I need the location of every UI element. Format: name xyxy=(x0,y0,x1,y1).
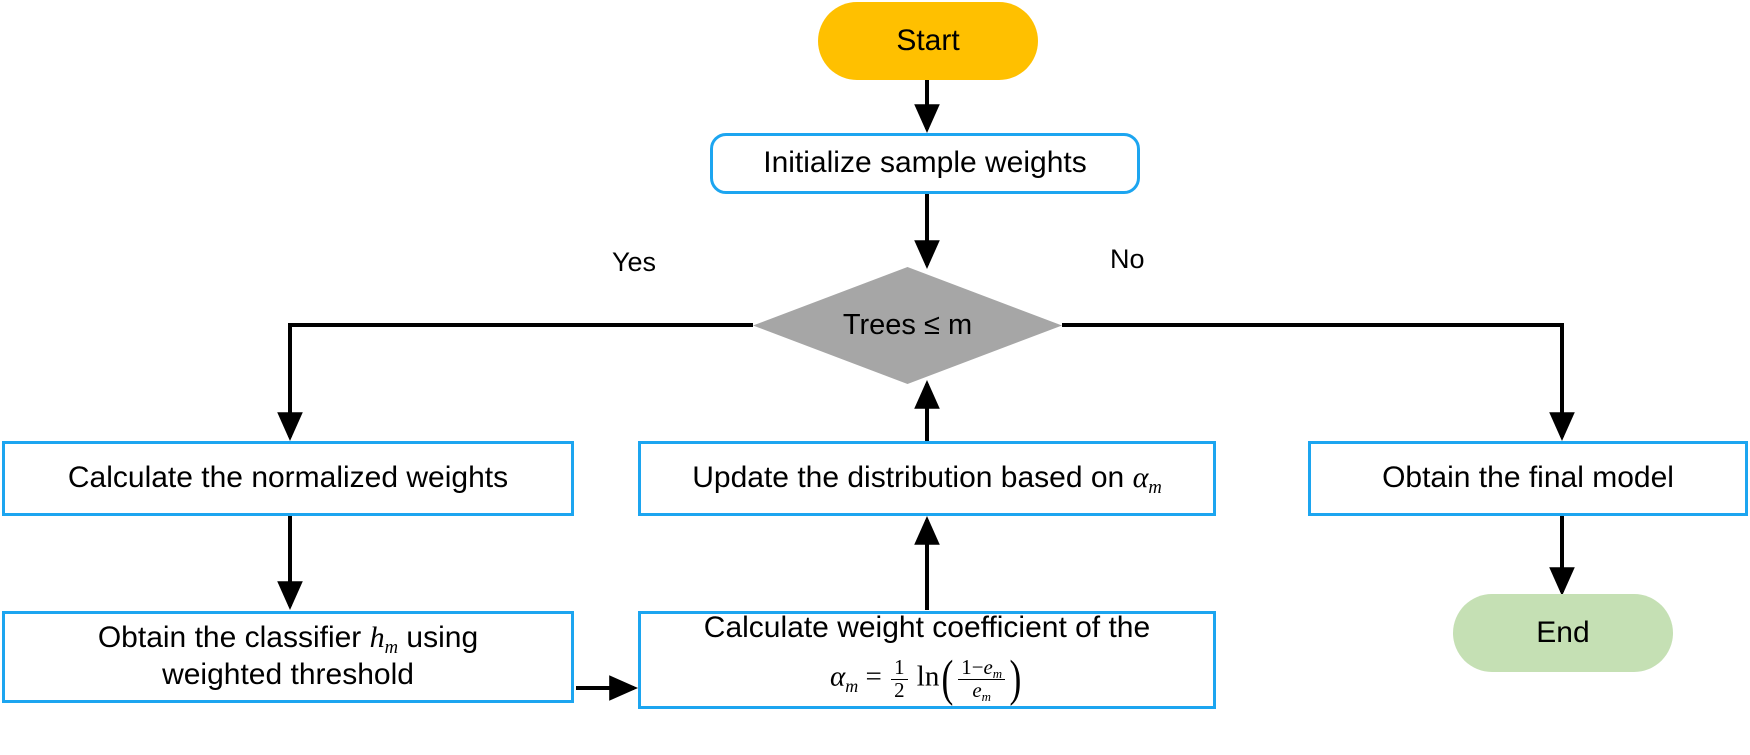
formula-half-den: 2 xyxy=(894,677,905,702)
formula-frac-num-prefix: 1− xyxy=(961,654,984,679)
node-initialize-label: Initialize sample weights xyxy=(763,146,1087,180)
node-calculate-weight-coefficient[interactable]: Calculate weight coefficient of the αm =… xyxy=(638,611,1216,709)
node-end-label: End xyxy=(1536,615,1590,649)
formula-frac-num-symbol: e xyxy=(983,654,993,679)
node-classifier-line1-suffix: using xyxy=(398,621,479,655)
formula-frac-num-sub: m xyxy=(992,666,1003,682)
edge-label-no: No xyxy=(1110,244,1145,274)
formula-half-num: 1 xyxy=(891,656,908,680)
node-initialize-sample-weights[interactable]: Initialize sample weights xyxy=(710,133,1140,194)
formula-equals: = xyxy=(865,660,882,693)
node-classifier-line2: weighted threshold xyxy=(162,658,414,691)
node-classifier-symbol-h-sub: m xyxy=(384,637,399,659)
formula-frac-num: 1−em xyxy=(958,654,1006,682)
node-update-distribution[interactable]: Update the distribution based on αm xyxy=(638,441,1216,516)
node-calculate-normalized-weights[interactable]: Calculate the normalized weights xyxy=(2,441,574,516)
node-obtain-classifier[interactable]: Obtain the classifier hm using weighted … xyxy=(2,611,574,703)
node-end[interactable]: End xyxy=(1453,594,1673,672)
formula-close-paren: ) xyxy=(1009,650,1022,707)
node-decision-label: Trees ≤ m xyxy=(842,308,973,341)
formula-alpha: α xyxy=(830,660,846,693)
formula-frac-den: em xyxy=(958,677,1005,704)
edge-decision-yes-to-normalize xyxy=(277,323,753,442)
node-start[interactable]: Start xyxy=(818,2,1038,80)
node-update-label: Update the distribution based on αm xyxy=(692,460,1162,499)
node-start-label: Start xyxy=(896,23,960,57)
node-classifier-line1: Obtain the classifier hm using xyxy=(97,620,479,659)
node-final-model-label: Obtain the final model xyxy=(1382,461,1674,495)
formula-alpha-sub: m xyxy=(845,675,859,696)
node-update-label-prefix: Update the distribution based on xyxy=(692,461,1133,495)
node-obtain-final-model[interactable]: Obtain the final model xyxy=(1308,441,1748,516)
node-decision-trees-le-m[interactable]: Trees ≤ m xyxy=(753,267,1062,384)
node-classifier-symbol-h: h xyxy=(369,621,385,655)
edge-decision-no-to-final-model xyxy=(1062,323,1575,442)
formula-frac-den-symbol: e xyxy=(972,677,982,702)
node-update-symbol-alpha: α xyxy=(1132,461,1149,495)
formula-ln: ln xyxy=(916,660,940,693)
formula-frac-den-sub: m xyxy=(981,688,991,704)
formula-open-paren: ( xyxy=(941,650,954,707)
edge-label-yes: Yes xyxy=(612,247,657,277)
node-coefficient-line1: Calculate weight coefficient of the xyxy=(703,610,1151,644)
node-classifier-line1-prefix: Obtain the classifier xyxy=(97,621,370,655)
node-update-symbol-alpha-sub: m xyxy=(1148,477,1162,499)
node-normalize-label: Calculate the normalized weights xyxy=(67,461,509,495)
